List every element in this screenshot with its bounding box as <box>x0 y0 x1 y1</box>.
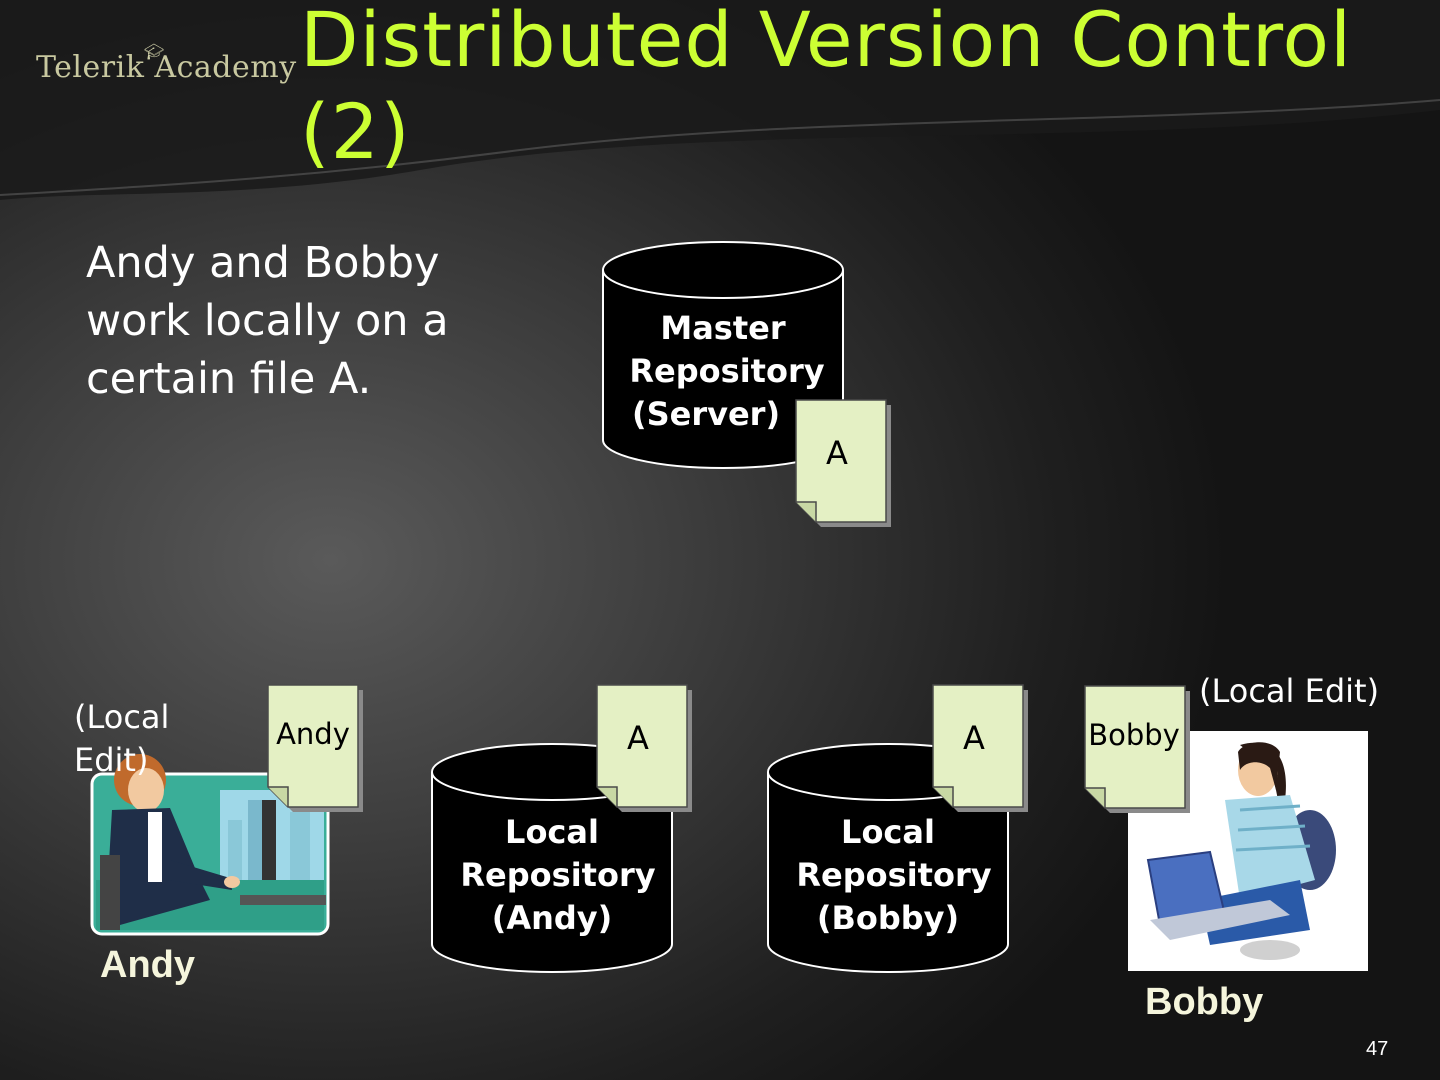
master-line3: (Server) <box>569 393 843 436</box>
slide-number: 47 <box>1366 1038 1388 1061</box>
slide-title: Distributed Version Control (2) <box>300 0 1420 178</box>
bobby-doc-label: Bobby <box>1085 718 1183 752</box>
local-bobby-line3: (Bobby) <box>768 897 1008 940</box>
bobby-name: Bobby <box>1145 981 1263 1024</box>
bobby-local-edit-label: (Local Edit) <box>1199 670 1379 713</box>
local-bobby-line1: Local <box>768 811 1008 854</box>
local-andy-label: Local Repository (Andy) <box>432 811 672 940</box>
telerik-academy-logo: Telerik Academy 🎓︎ <box>36 50 297 85</box>
master-line1: Master <box>603 307 843 350</box>
andy-local-edit-label: (Local Edit) <box>74 696 224 782</box>
local-andy-line3: (Andy) <box>432 897 672 940</box>
local-bobby-label: Local Repository (Bobby) <box>768 811 1008 940</box>
master-repository-label: Master Repository (Server) <box>603 307 843 436</box>
local-bobby-line2: Repository <box>768 854 1008 897</box>
local-andy-doc-label: A <box>597 719 679 757</box>
local-andy-line2: Repository <box>432 854 672 897</box>
logo-text: Telerik Academy <box>36 50 297 85</box>
local-andy-line1: Local <box>432 811 672 854</box>
andy-name: Andy <box>100 944 195 987</box>
body-text: Andy and Bobby work locally on a certain… <box>86 234 506 408</box>
master-line2: Repository <box>603 350 843 393</box>
master-doc-label: A <box>796 434 878 472</box>
local-bobby-doc-label: A <box>933 719 1015 757</box>
andy-doc-label: Andy <box>268 717 358 751</box>
graduation-cap-icon: 🎓︎ <box>144 42 165 61</box>
